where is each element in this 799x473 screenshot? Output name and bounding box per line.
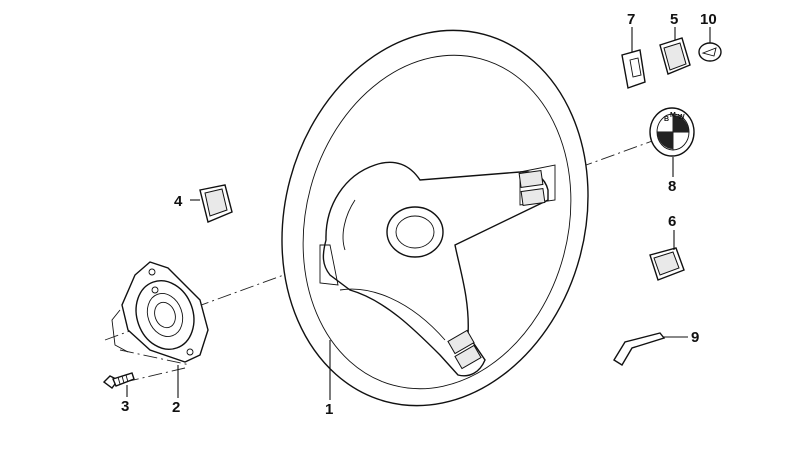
callout-9: 9 bbox=[691, 329, 699, 346]
switch-left bbox=[199, 184, 233, 223]
badge-letter-m: M bbox=[670, 112, 676, 119]
small-emblem bbox=[698, 42, 722, 62]
callout-1: 1 bbox=[325, 401, 333, 418]
callout-8: 8 bbox=[668, 178, 676, 195]
leader-lines bbox=[126, 27, 711, 400]
badge-letter-b: B bbox=[664, 116, 669, 123]
callout-10: 10 bbox=[700, 11, 717, 28]
center-badge: B M W bbox=[649, 107, 695, 157]
callout-3: 3 bbox=[121, 398, 129, 415]
trim-strip bbox=[613, 332, 666, 366]
switch-lower bbox=[649, 247, 685, 281]
callout-5: 5 bbox=[670, 11, 678, 28]
callout-6: 6 bbox=[668, 213, 676, 230]
callout-7: 7 bbox=[627, 11, 635, 28]
hub-adapter bbox=[111, 261, 209, 363]
badge-letter-w: W bbox=[678, 114, 685, 121]
horn-button-block bbox=[659, 37, 691, 75]
callout-4: 4 bbox=[174, 193, 183, 210]
steering-wheel bbox=[281, 29, 589, 407]
contact-clip bbox=[621, 49, 646, 89]
bolt bbox=[102, 372, 135, 389]
callout-2: 2 bbox=[172, 399, 180, 416]
